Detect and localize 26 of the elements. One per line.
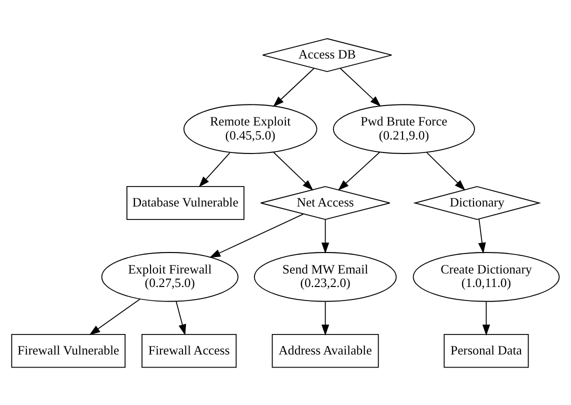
arrow (273, 67, 315, 106)
node-box: Firewall Vulnerable (11, 333, 126, 368)
arrow (89, 298, 140, 335)
node-box: Firewall Access (142, 333, 237, 368)
node-box: Address Available (272, 333, 379, 368)
node-diamond: Dictionary (413, 186, 542, 220)
node-ellipse: Pwd Brute Force (0.21,9.0) (332, 104, 475, 154)
node-diamond: Net Access (260, 186, 390, 220)
node-box: Personal Data (444, 333, 529, 368)
node-diamond: Access DB (262, 38, 392, 72)
arrow (321, 300, 330, 336)
arrow (478, 218, 486, 254)
node-ellipse: Remote Exploit (0.45,5.0) (183, 104, 318, 154)
node-ellipse: Create Dictionary (1.0,11.0) (412, 252, 560, 302)
node-box: Database Vulnerable (126, 186, 244, 220)
arrow (198, 152, 230, 187)
node-ellipse: Send MW Email (0.23,2.0) (254, 252, 397, 302)
arrow (321, 218, 330, 254)
arrow (338, 151, 380, 190)
node-ellipse: Exploit Firewall (0.27,5.0) (101, 252, 238, 302)
arrow (273, 151, 314, 190)
arrow (176, 300, 186, 335)
arrow (426, 151, 466, 190)
arrow (209, 213, 304, 258)
arrow (482, 300, 490, 336)
arrow (340, 67, 381, 106)
